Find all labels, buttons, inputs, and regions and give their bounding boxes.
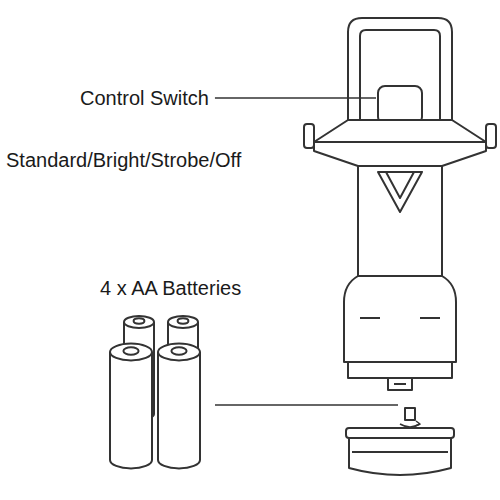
body-line <box>420 317 440 319</box>
lantern <box>304 18 496 475</box>
lantern-globe <box>358 166 442 276</box>
battery-top <box>168 316 198 328</box>
open-arrow <box>415 421 420 426</box>
handle-pivot <box>486 124 496 148</box>
battery-latch <box>388 378 412 390</box>
callout-label: 4 x AA Batteries <box>100 276 241 300</box>
battery-cover <box>346 428 454 438</box>
battery-top <box>124 316 154 328</box>
batteries <box>110 316 200 468</box>
leader-line <box>215 404 398 406</box>
battery-top <box>110 344 152 361</box>
aa-battery <box>158 344 200 469</box>
battery-terminal <box>171 347 186 355</box>
leader-lines <box>215 98 398 405</box>
cap-line <box>314 141 486 143</box>
battery-body <box>110 352 152 468</box>
body-line <box>360 317 380 319</box>
base-band <box>348 362 452 378</box>
callout-label: Control Switch <box>80 86 209 110</box>
battery-terminal <box>123 347 138 355</box>
battery-cover-base <box>349 438 451 475</box>
battery-terminal <box>134 318 145 323</box>
reflector-mark <box>386 172 414 198</box>
battery-top <box>158 344 200 361</box>
battery-terminal <box>178 318 189 323</box>
battery-body <box>158 352 200 468</box>
reflector-mark <box>378 172 422 212</box>
open-icon <box>405 408 415 420</box>
handle-pivot <box>304 124 314 148</box>
latch-line <box>394 383 406 385</box>
mode-label: Standard/Bright/Strobe/Off <box>6 148 241 172</box>
control-switch <box>378 86 422 124</box>
aa-battery <box>110 344 152 469</box>
lantern-body <box>344 276 456 362</box>
leader-line <box>215 97 376 99</box>
cover-line <box>352 451 448 453</box>
lantern-cap <box>314 120 486 166</box>
